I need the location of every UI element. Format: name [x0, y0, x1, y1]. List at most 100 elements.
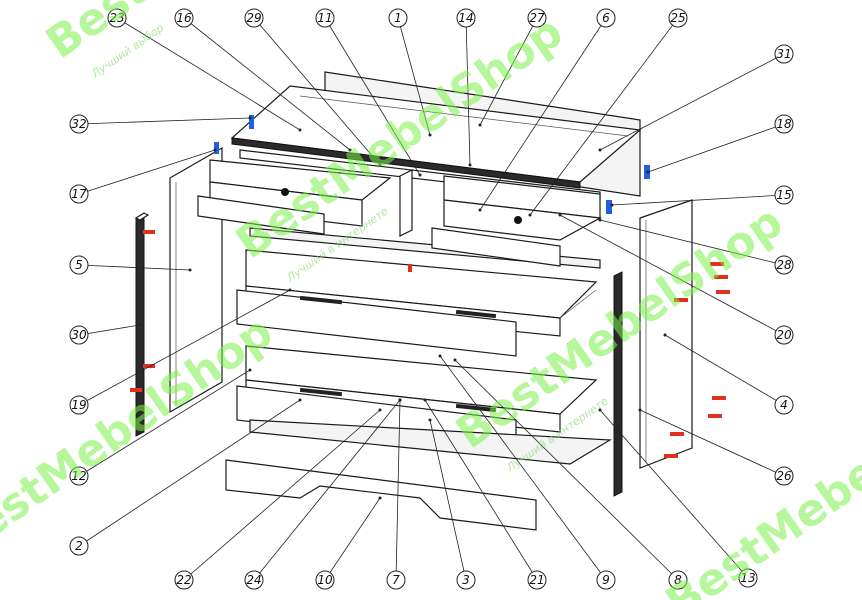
callout-25: 25 [668, 8, 688, 28]
leader-line [183, 17, 351, 151]
svg-text:8: 8 [674, 573, 682, 587]
knob-right [514, 216, 522, 224]
leader-line [664, 334, 785, 406]
leader-dot [528, 213, 532, 217]
leader-line [559, 214, 785, 336]
leader-line [599, 53, 785, 151]
callout-24: 24 [244, 570, 264, 590]
leader-line [397, 17, 431, 136]
leader-dot [428, 133, 432, 137]
callout-26: 26 [774, 466, 794, 486]
leader-line [116, 17, 301, 131]
callout-27: 27 [527, 8, 547, 28]
callout-6: 6 [596, 8, 616, 28]
svg-text:3: 3 [462, 573, 470, 587]
svg-text:26: 26 [776, 469, 792, 483]
callout-16: 16 [174, 8, 194, 28]
callout-22: 22 [174, 570, 194, 590]
svg-text:9: 9 [602, 573, 610, 587]
red-fittings [130, 230, 730, 458]
leader-dot [248, 368, 252, 372]
large-drawer-1-front [236, 289, 517, 357]
svg-text:31: 31 [776, 47, 791, 61]
callout-12: 12 [69, 466, 89, 486]
leader-dot [438, 354, 442, 358]
svg-text:4: 4 [780, 398, 788, 412]
svg-text:10: 10 [317, 573, 333, 587]
callout-29: 29 [244, 8, 264, 28]
right-plinth-strip [613, 271, 623, 497]
leader-line [395, 399, 401, 581]
leader-dot [248, 116, 252, 120]
leader-dot [348, 148, 352, 152]
leader-dot [610, 203, 614, 207]
svg-text:12: 12 [71, 469, 86, 483]
leader-line [183, 409, 381, 581]
leader-line [611, 194, 785, 206]
leader-dot [378, 163, 382, 167]
leader-line [78, 399, 301, 547]
callout-1: 1 [388, 8, 408, 28]
callout-13: 13 [738, 568, 758, 588]
leader-dot [398, 398, 402, 402]
callout-4: 4 [774, 395, 794, 415]
leader-line [479, 17, 607, 211]
callout-5: 5 [69, 255, 89, 275]
svg-text:7: 7 [392, 573, 400, 587]
callout-3: 3 [456, 570, 476, 590]
leader-dot [468, 163, 472, 167]
svg-text:15: 15 [776, 188, 791, 202]
svg-text:2: 2 [75, 539, 83, 553]
callout-30: 30 [69, 325, 89, 345]
leader-line [647, 123, 785, 173]
handle-1a [299, 295, 343, 305]
svg-text:14: 14 [458, 11, 473, 25]
leader-dot [298, 128, 302, 132]
leader-dot [378, 408, 382, 412]
leader-line [78, 117, 251, 125]
svg-text:19: 19 [71, 398, 86, 412]
leader-line [424, 399, 538, 581]
callout-28: 28 [774, 255, 794, 275]
leader-line [253, 17, 381, 166]
leader-dot [646, 170, 650, 174]
leader-line [639, 409, 785, 477]
leader-dot [558, 213, 562, 217]
svg-text:17: 17 [71, 187, 87, 201]
leader-dot [598, 218, 602, 222]
svg-text:28: 28 [776, 258, 792, 272]
leader-dot [598, 148, 602, 152]
leader-line [253, 399, 401, 581]
svg-text:22: 22 [176, 573, 191, 587]
leader-line [529, 17, 679, 216]
leader-dot [378, 496, 382, 500]
leader-dot [478, 208, 482, 212]
leader-line [78, 369, 251, 477]
svg-text:32: 32 [71, 117, 86, 131]
leader-dot [428, 418, 432, 422]
leader-line [78, 289, 291, 406]
callout-11: 11 [315, 8, 335, 28]
leader-line [324, 17, 421, 176]
callout-23: 23 [107, 8, 127, 28]
callout-19: 19 [69, 395, 89, 415]
callout-10: 10 [315, 570, 335, 590]
leader-dot [663, 333, 667, 337]
leader-line [599, 409, 749, 579]
svg-text:13: 13 [740, 571, 755, 585]
bottom-panel [249, 419, 612, 465]
svg-text:23: 23 [109, 11, 124, 25]
callout-18: 18 [774, 114, 794, 134]
leader-line [599, 219, 785, 266]
leader-line [324, 497, 381, 581]
front-plinth [225, 459, 537, 531]
callout-17: 17 [69, 184, 89, 204]
leader-line [479, 17, 538, 126]
leader-line [465, 17, 471, 166]
svg-text:5: 5 [75, 258, 83, 272]
top-panel-edge [231, 137, 581, 189]
leader-lines [78, 17, 785, 581]
svg-text:6: 6 [602, 11, 610, 25]
